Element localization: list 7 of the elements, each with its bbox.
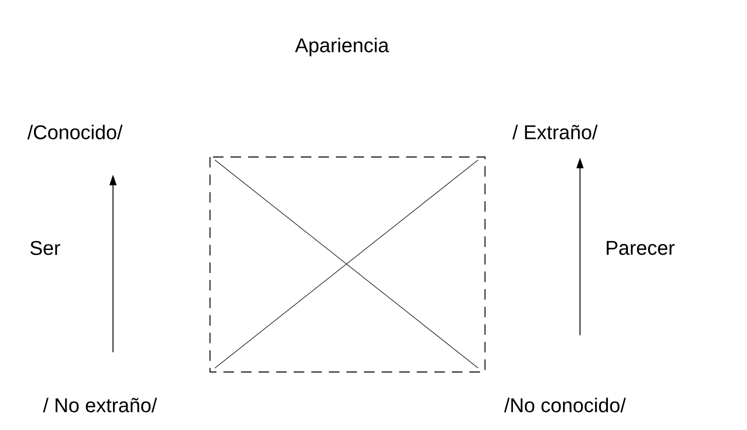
- edge-label: Ser: [30, 240, 60, 256]
- term-label: / Extraño/: [512, 124, 598, 140]
- term-label: / No extraño/: [43, 398, 157, 412]
- edge-label: Parecer: [606, 241, 675, 255]
- title: Apariencia: [295, 38, 390, 56]
- term-label: /No conocido/: [504, 398, 626, 412]
- term-label: /Conocido/: [27, 124, 123, 140]
